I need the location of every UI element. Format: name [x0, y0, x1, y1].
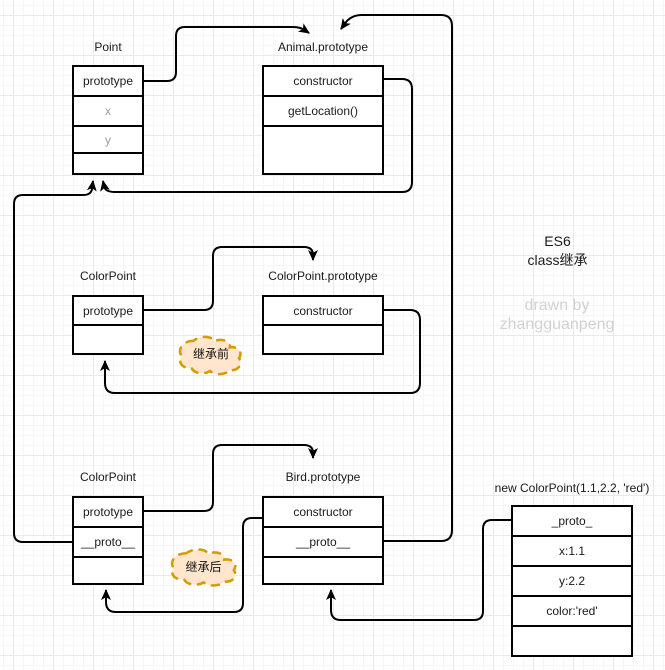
cell-point-x: x: [74, 97, 142, 127]
cloud-before-label: 继承前: [192, 347, 229, 361]
cell-colorpoint-after-proto: __proto__: [74, 528, 142, 558]
cell-point-y: y: [74, 127, 142, 154]
cell-colorpoint-after-empty: [74, 558, 142, 583]
node-colorpoint-before-title: ColorPoint: [79, 269, 137, 283]
cell-instance-y: y:2.2: [513, 567, 631, 597]
watermark-line2: zhangguanpeng: [499, 316, 615, 333]
cell-instance-x: x:1.1: [513, 537, 631, 567]
cell-instance-proto: _proto_: [513, 507, 631, 537]
cell-colorpoint-prototype-constructor: constructor: [264, 297, 382, 326]
node-colorpoint-after-title: ColorPoint: [79, 470, 137, 484]
cell-colorpoint-after-prototype: prototype: [74, 498, 142, 528]
watermark-line1: drawn by: [524, 297, 590, 314]
watermark: drawn by zhangguanpeng: [477, 296, 637, 334]
node-animal-prototype-title: Animal.prototype: [277, 40, 369, 54]
cell-colorpoint-before-prototype: prototype: [74, 297, 142, 326]
diagram-title-line1: ES6: [544, 233, 571, 249]
cell-bird-empty: [264, 558, 382, 583]
cell-instance-empty: [513, 627, 631, 655]
cell-instance-color: color:'red': [513, 597, 631, 627]
node-instance-title: new ColorPoint(1.1,2.2, 'red'): [494, 481, 650, 495]
cell-point-prototype: prototype: [74, 67, 142, 97]
node-instance: _proto_ x:1.1 y:2.2 color:'red': [511, 505, 633, 657]
edge-colorpoint-proto-to-point: [13, 180, 97, 543]
cell-animal-getlocation: getLocation(): [264, 97, 382, 127]
cell-animal-constructor: constructor: [264, 67, 382, 97]
node-animal-prototype: constructor getLocation(): [262, 65, 384, 175]
cell-colorpoint-before-empty: [74, 326, 142, 353]
node-point: prototype x y: [72, 65, 144, 175]
diagram-title-line2: class继承: [527, 252, 588, 268]
node-point-title: Point: [94, 40, 122, 54]
node-bird-prototype-title: Bird.prototype: [285, 470, 361, 484]
node-colorpoint-after: prototype __proto__: [72, 496, 144, 585]
node-colorpoint-prototype: constructor: [262, 295, 384, 355]
cell-bird-proto: __proto__: [264, 528, 382, 558]
diagram-title: ES6 class继承: [495, 232, 620, 270]
cell-animal-empty: [264, 127, 382, 173]
cell-bird-constructor: constructor: [264, 498, 382, 528]
node-colorpoint-prototype-title: ColorPoint.prototype: [268, 269, 378, 283]
cell-point-empty: [74, 154, 142, 173]
cell-colorpoint-prototype-empty: [264, 326, 382, 353]
node-bird-prototype: constructor __proto__: [262, 496, 384, 585]
cloud-after-label: 继承后: [185, 560, 222, 574]
node-colorpoint-before: prototype: [72, 295, 144, 355]
